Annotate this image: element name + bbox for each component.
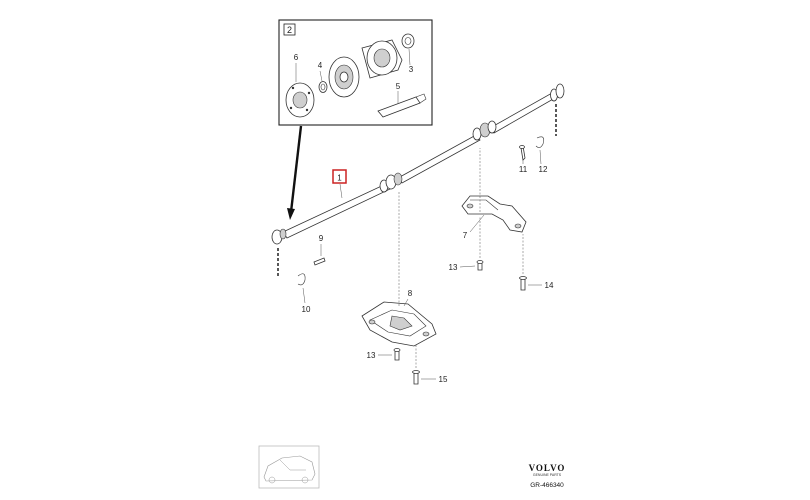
callout-10[interactable]: 10 xyxy=(302,305,311,314)
grease-tube xyxy=(377,93,427,118)
inset-label-box xyxy=(283,23,296,36)
bolt-11 xyxy=(519,145,526,161)
callout-9[interactable]: 9 xyxy=(319,234,324,243)
callout-11[interactable]: 11 xyxy=(519,165,528,174)
bolt-14 xyxy=(519,276,527,291)
joint-housing xyxy=(361,39,403,79)
heat-shield-plate xyxy=(361,301,437,347)
propeller-shaft xyxy=(271,83,565,245)
inset-pointer-arrow xyxy=(289,125,303,213)
highlight-box xyxy=(332,169,347,184)
bolt-9 xyxy=(313,257,326,266)
callout-12[interactable]: 12 xyxy=(539,165,548,174)
callout-4[interactable]: 4 xyxy=(318,61,323,70)
callout-8[interactable]: 8 xyxy=(408,289,413,298)
bolt-13b xyxy=(393,348,401,361)
callout-15[interactable]: 15 xyxy=(439,375,448,384)
clip-10 xyxy=(297,273,306,286)
clip-12 xyxy=(535,136,545,148)
callout-7[interactable]: 7 xyxy=(463,231,468,240)
bolt-13a xyxy=(476,260,484,271)
callout-3[interactable]: 3 xyxy=(409,65,414,74)
callout-5[interactable]: 5 xyxy=(396,82,401,91)
callout-14[interactable]: 14 xyxy=(545,281,554,290)
inset-detail: 2 6 4 xyxy=(278,19,433,126)
callout-1[interactable]: 1 xyxy=(337,174,342,183)
car-thumbnail-icon xyxy=(258,445,320,489)
bolt-15 xyxy=(412,370,420,385)
callout-6[interactable]: 6 xyxy=(294,53,299,62)
diagram-reference: GR-466340 xyxy=(530,482,564,489)
cv-joint xyxy=(328,56,360,98)
callout-2[interactable]: 2 xyxy=(287,25,292,35)
seal-ring xyxy=(318,81,328,93)
support-bracket xyxy=(461,195,527,233)
callout-13b[interactable]: 13 xyxy=(367,351,376,360)
flange-plate xyxy=(285,82,315,118)
small-ring xyxy=(401,33,415,49)
callout-13a[interactable]: 13 xyxy=(449,263,458,272)
brand-subtitle: GENUINE PARTS xyxy=(533,473,562,477)
volvo-logo: VOLVO xyxy=(529,463,566,473)
